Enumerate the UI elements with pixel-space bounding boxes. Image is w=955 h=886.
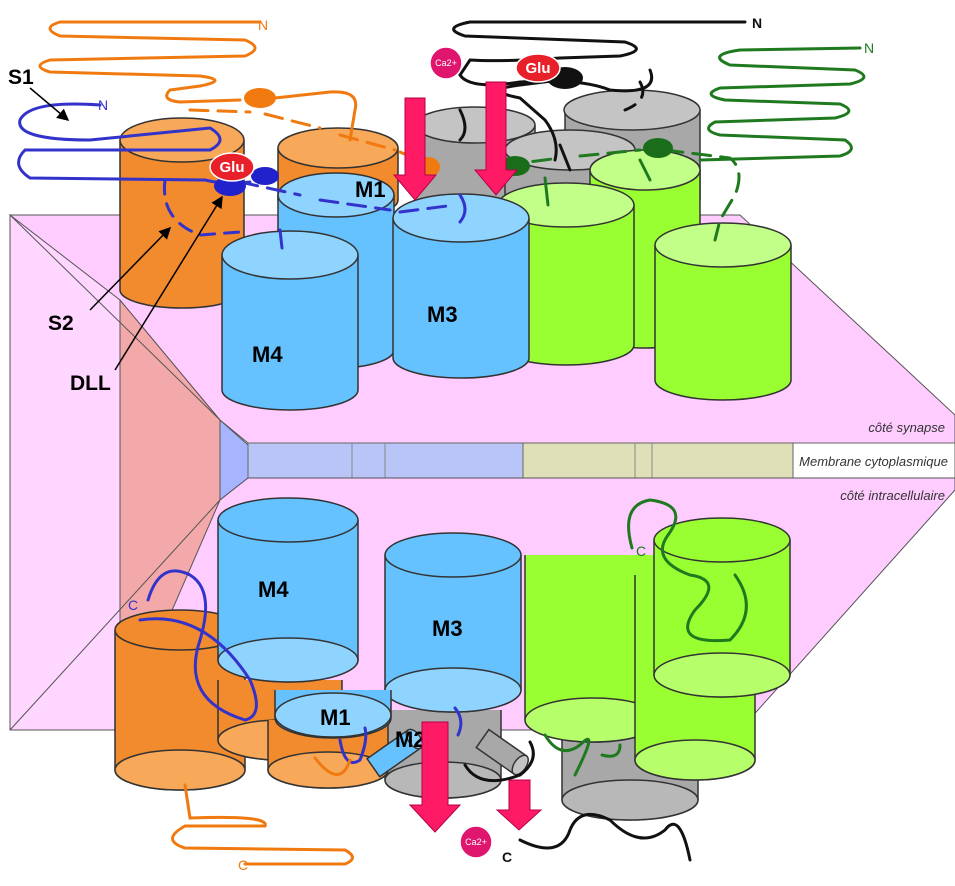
n-terminus-blue: N	[98, 97, 108, 113]
green-cylinder-top-3	[654, 222, 792, 401]
calcium-top-ion	[429, 46, 463, 80]
green-cylinder-bot-1	[524, 555, 662, 743]
intracellular-side-label: côté intracellulaire	[840, 488, 945, 503]
blue-chain-bottom	[138, 569, 258, 722]
blue-helix-bot-m2	[366, 728, 424, 778]
blue-cylinder-bot-m3	[384, 532, 522, 713]
glu-right-label: Glu	[526, 60, 551, 77]
synapse-side-label: côté synapse	[868, 420, 945, 435]
green-chain-bottom	[627, 498, 748, 643]
n-terminus-black: N	[752, 15, 762, 31]
blue-cylinder-bot-m4	[217, 497, 359, 683]
calcium-top-label: Ca2+	[435, 58, 457, 68]
blue-cylinder-bot-m1	[274, 690, 392, 739]
bottom-helices: M4 M3 M1 M2	[114, 497, 791, 821]
blue-cylinder-top-m3	[392, 193, 530, 379]
top-m4-label: M4	[252, 342, 283, 367]
black-chain-top	[452, 20, 747, 162]
blue-cylinder-top-m4	[221, 230, 359, 411]
bot-m3-label: M3	[432, 616, 463, 641]
flux-arrow-bot-left	[408, 721, 462, 833]
calcium-bottom-ion	[459, 825, 493, 859]
orange-ligand-site	[244, 88, 276, 108]
green-cylinder-top-2	[497, 182, 635, 366]
bot-m1-label: M1	[320, 705, 351, 730]
membrane-band-green	[522, 442, 794, 479]
orange-cylinder-bot-1	[114, 609, 246, 791]
bot-m2-label: M2	[395, 727, 426, 752]
orange-chain-top	[38, 20, 358, 142]
top-flux-arrows	[392, 81, 519, 201]
top-ligands: Glu Glu Ca2+	[209, 46, 561, 182]
glu-left-label: Glu	[220, 159, 245, 176]
top-annotations: S1 S2 DLL N N N N	[8, 15, 874, 395]
flux-arrow-top-left	[392, 97, 438, 201]
blue-chain-top	[17, 102, 252, 185]
bottom-chains	[138, 498, 748, 866]
top-m3-label: M3	[427, 302, 458, 327]
membrane-label: Membrane cytoplasmique	[799, 454, 948, 469]
bottom-flux: Ca2+	[408, 721, 543, 859]
bottom-annotations: C C C C	[128, 543, 646, 873]
c-terminus-orange: C	[238, 857, 248, 873]
green-chain-top	[698, 46, 866, 162]
top-m1-label: M1	[355, 177, 386, 202]
c-terminus-green: C	[636, 543, 646, 559]
gray-helix-bot-m2	[475, 728, 529, 776]
c-terminus-black: C	[502, 849, 512, 865]
n-terminus-green: N	[864, 40, 874, 56]
s2-label: S2	[48, 312, 74, 335]
green-cylinder-bot-3	[653, 517, 791, 698]
flux-arrow-top-right	[473, 81, 519, 196]
top-helices: M1 M3 M4	[119, 89, 792, 411]
membrane-left-face	[9, 214, 121, 731]
bot-m4-label: M4	[258, 577, 289, 602]
glu-left-ligand	[209, 152, 255, 182]
c-terminus-blue: C	[128, 597, 138, 613]
calcium-bottom-label: Ca2+	[465, 837, 487, 847]
glu-right-ligand	[515, 53, 561, 83]
flux-arrow-bot-right	[495, 779, 543, 831]
n-terminus-orange: N	[258, 17, 268, 33]
s1-label: S1	[8, 66, 34, 89]
dll-label: DLL	[70, 372, 111, 395]
top-chains	[17, 20, 866, 250]
black-chain-bottom	[463, 740, 692, 862]
orange-chain-bottom	[171, 783, 354, 866]
